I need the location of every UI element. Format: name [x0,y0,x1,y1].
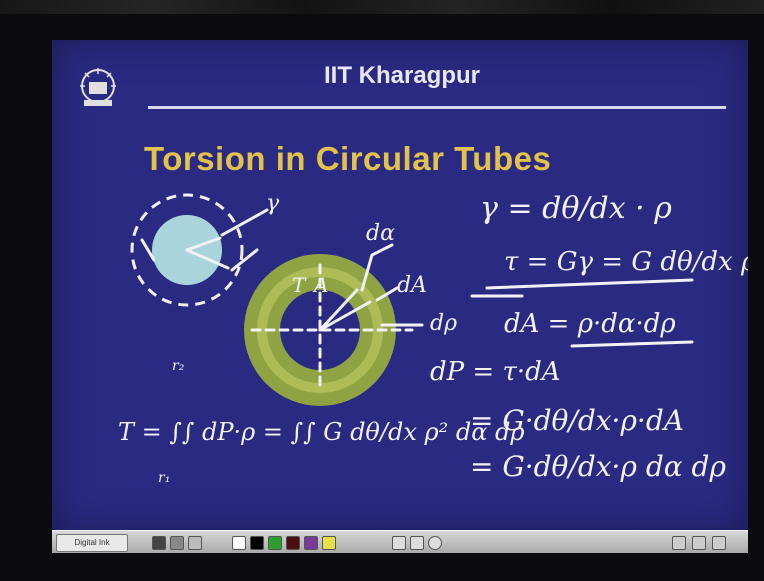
label-drho: dρ [430,311,457,336]
label-T: T [292,273,307,297]
label-gamma: γ [266,191,280,216]
color-yellow-icon[interactable] [322,536,336,550]
header-divider [148,106,726,109]
eq-gamma: γ = dθ/dx · ρ [480,191,672,226]
color-white-icon[interactable] [232,536,246,550]
slide-title: Torsion in Circular Tubes [144,140,552,177]
ink-toolbar[interactable]: Digital Ink [52,530,748,553]
eq-torque: T = ∫∫ dP·ρ = ∫∫ G dθ/dx ρ² dα dρ [118,418,525,446]
close-icon[interactable] [712,536,726,550]
eraser-icon[interactable] [188,536,202,550]
label-r2: r₂ [172,358,185,374]
start-button[interactable]: Digital Ink [56,534,128,552]
label-dA: dA [397,273,427,298]
eq-tau: τ = Gγ = G dθ/dx ρ [504,247,748,277]
highlighter-icon[interactable] [170,536,184,550]
label-A: A [312,273,328,297]
color-purple-icon[interactable] [304,536,318,550]
color-darkred-icon[interactable] [286,536,300,550]
eq-dA: dA = ρ·dα·dρ [504,309,676,339]
eq-dP-final: = G·dθ/dx·ρ dα dρ [470,450,726,483]
header-title: IIT Kharagpur [323,62,480,89]
video-top-border [0,0,764,14]
undo-icon[interactable] [672,536,686,550]
shape-line-icon[interactable] [392,536,406,550]
lecture-slide: IIT Kharagpur Torsion in Circular Tubes … [52,40,748,530]
iit-logo-icon [80,68,116,106]
eq-dP-expanded: = G·dθ/dx·ρ·dA [470,404,684,437]
label-r1: r₁ [158,470,170,486]
shape-ellipse-icon[interactable] [428,536,442,550]
color-green-icon[interactable] [268,536,282,550]
outer-dashed-circle [130,193,244,307]
pen-icon[interactable] [152,536,166,550]
label-dalpha: dα [366,221,395,246]
annotation-layer: γ = dθ/dx · ρ τ = Gγ = G dθ/dx ρ dA = ρ·… [118,191,748,486]
shape-rect-icon[interactable] [410,536,424,550]
color-black-icon[interactable] [250,536,264,550]
eq-dP: dP = τ·dA [430,357,561,387]
save-icon[interactable] [692,536,706,550]
